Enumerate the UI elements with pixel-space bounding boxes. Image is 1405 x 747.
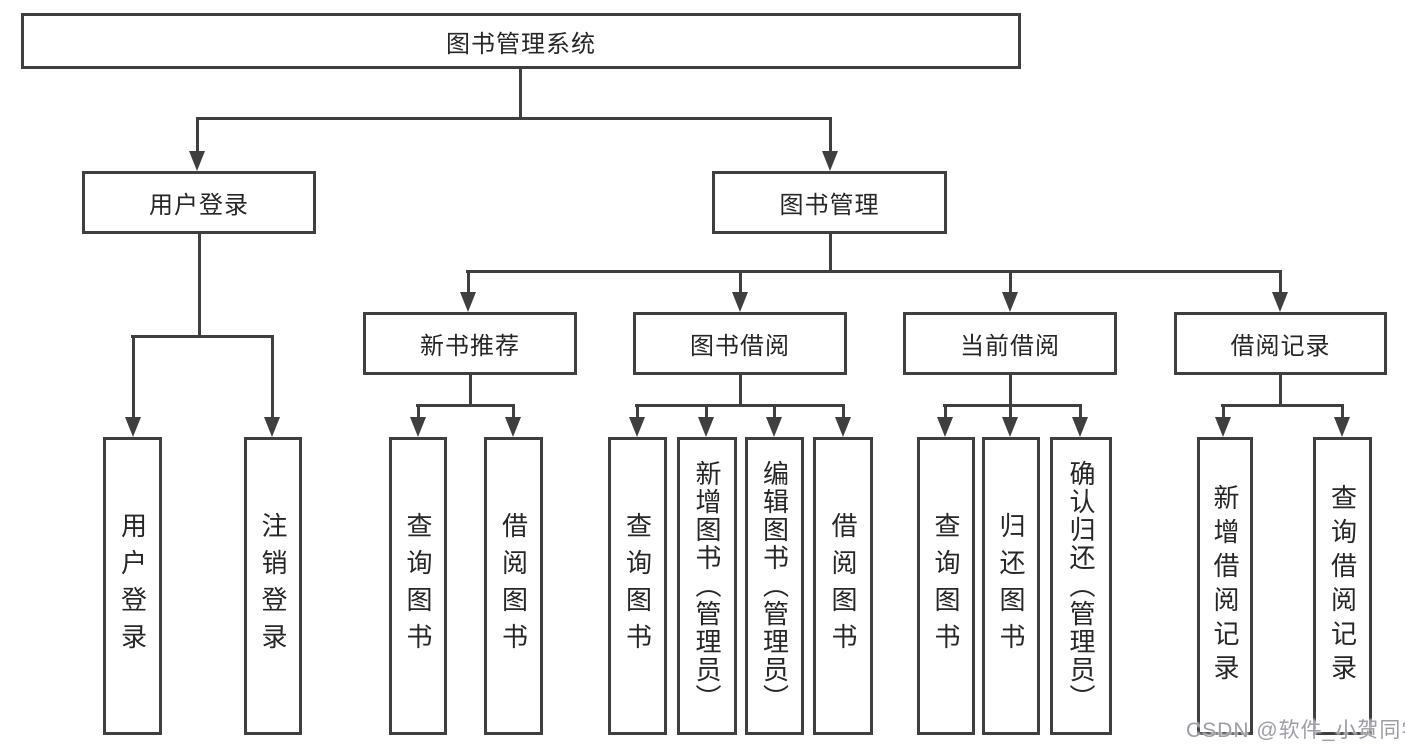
arrowhead-down-icon [460, 292, 476, 312]
connector-arrow-stem [195, 118, 199, 155]
node-edit-book-admin: 编辑图书（管理员） [745, 437, 804, 735]
connector-line [1008, 375, 1012, 407]
node-book-borrowing: 图书借阅 [633, 312, 847, 375]
connector-arrow-stem [841, 405, 845, 421]
arrowhead-down-icon [732, 292, 748, 312]
connector-arrow-stem [1221, 405, 1225, 421]
connector-arrow-stem [416, 405, 420, 421]
connector-line [828, 234, 832, 273]
node-query-borrow-record: 查询借阅记录 [1313, 437, 1372, 735]
arrowhead-down-icon [629, 417, 645, 437]
arrowhead-down-icon [835, 417, 851, 437]
arrowhead-down-icon [264, 417, 280, 437]
arrowhead-down-icon [1215, 417, 1231, 437]
arrowhead-down-icon [937, 417, 953, 437]
arrowhead-down-icon [125, 417, 141, 437]
connector-line [466, 269, 1282, 273]
connector-arrow-stem [635, 405, 639, 421]
connector-arrow-stem [1008, 405, 1012, 421]
connector-arrow-stem [1340, 405, 1344, 421]
node-current-borrowing: 当前借阅 [903, 312, 1117, 375]
arrowhead-down-icon [1272, 292, 1288, 312]
connector-arrow-stem [1008, 271, 1012, 296]
node-confirm-return-admin: 确认归还（管理员） [1050, 437, 1112, 735]
connector-line [131, 334, 274, 338]
node-book-management: 图书管理 [712, 171, 947, 234]
csdn-watermark: CSDN @软件_小贺同学 [1186, 719, 1405, 742]
connector-arrow-stem [943, 405, 947, 421]
arrowhead-down-icon [766, 417, 782, 437]
connector-line [635, 403, 845, 407]
connector-line [197, 234, 201, 337]
connector-arrow-stem [466, 271, 470, 296]
connector-line [1221, 403, 1344, 407]
connector-arrow-stem [772, 405, 776, 421]
arrowhead-down-icon [505, 417, 521, 437]
connector-line [196, 116, 832, 120]
connector-line [943, 403, 1082, 407]
node-query-books-1: 查询图书 [389, 437, 447, 735]
arrowhead-down-icon [189, 151, 205, 171]
connector-line [738, 375, 742, 407]
connector-arrow-stem [270, 336, 274, 421]
node-borrow-books-2: 借阅图书 [813, 437, 873, 735]
arrowhead-down-icon [1002, 292, 1018, 312]
node-borrowing-records: 借阅记录 [1174, 312, 1387, 375]
connector-arrow-stem [738, 271, 742, 296]
arrowhead-down-icon [1002, 417, 1018, 437]
node-library-management-system: 图书管理系统 [21, 13, 1021, 69]
node-borrow-books-1: 借阅图书 [484, 437, 543, 735]
connector-line [416, 403, 515, 407]
connector-line [468, 375, 472, 407]
arrowhead-down-icon [1334, 417, 1350, 437]
node-add-borrow-record: 新增借阅记录 [1197, 437, 1253, 735]
connector-arrow-stem [828, 118, 832, 155]
connector-line [1278, 375, 1282, 407]
arrowhead-down-icon [698, 417, 714, 437]
node-new-book-recommendation: 新书推荐 [363, 312, 577, 375]
connector-arrow-stem [704, 405, 708, 421]
connector-line [518, 68, 522, 118]
node-logout: 注销登录 [244, 437, 302, 735]
node-return-book: 归还图书 [982, 437, 1040, 735]
node-user-login-leaf: 用户登录 [103, 437, 162, 735]
connector-arrow-stem [1278, 271, 1282, 296]
arrowhead-down-icon [822, 151, 838, 171]
connector-arrow-stem [511, 405, 515, 421]
node-user-login: 用户登录 [82, 171, 316, 234]
arrowhead-down-icon [410, 417, 426, 437]
connector-arrow-stem [1078, 405, 1082, 421]
node-add-book-admin: 新增图书（管理员） [677, 437, 737, 735]
node-query-books-2: 查询图书 [608, 437, 667, 735]
node-query-books-3: 查询图书 [917, 437, 975, 735]
connector-arrow-stem [131, 336, 135, 421]
arrowhead-down-icon [1072, 417, 1088, 437]
